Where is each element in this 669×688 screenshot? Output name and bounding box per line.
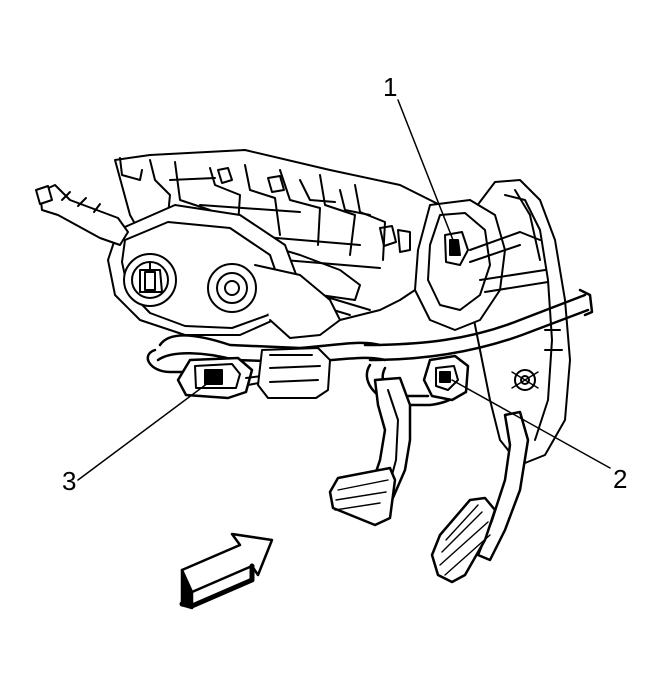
steering-column — [36, 185, 340, 338]
leader-line-1 — [398, 100, 455, 245]
callout-2: 2 — [613, 464, 628, 494]
accelerator-pedal — [432, 412, 528, 582]
leader-line-3 — [78, 380, 212, 480]
brake-pedal — [330, 378, 410, 525]
callout-1: 1 — [383, 72, 398, 102]
leader-line-2 — [452, 380, 610, 468]
pedal-bracket — [415, 180, 570, 465]
callout-3: 3 — [62, 466, 77, 496]
view-direction-arrow-icon — [182, 534, 272, 608]
connector-item-3 — [178, 348, 330, 398]
leader-lines — [78, 100, 610, 480]
brake-switch-item-2 — [424, 356, 468, 400]
